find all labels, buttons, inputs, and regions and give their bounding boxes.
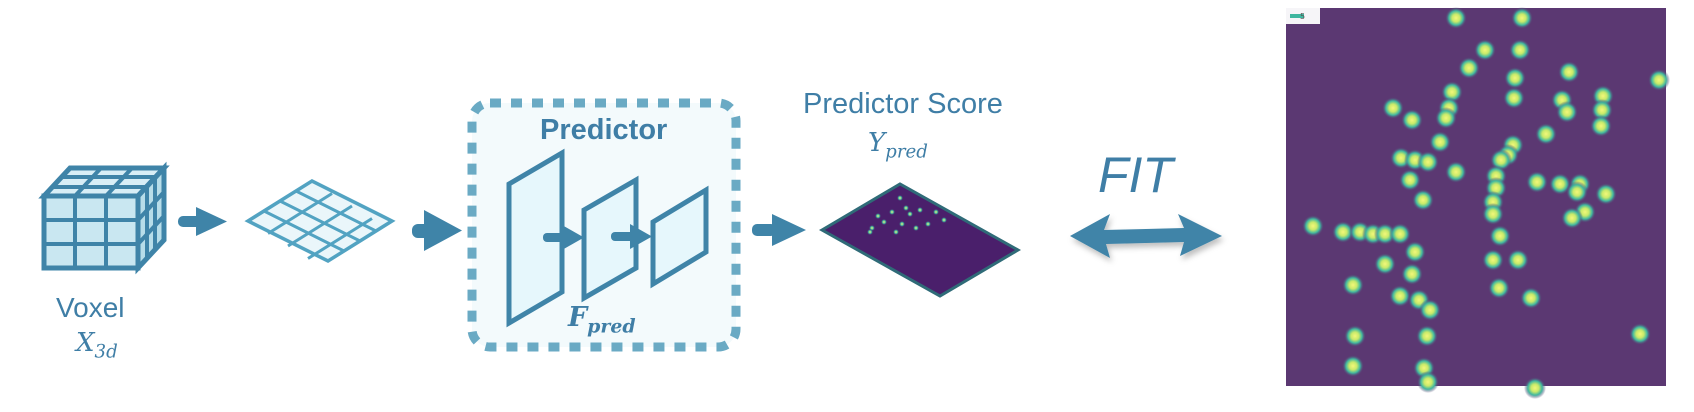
score-plane-icon	[818, 182, 1022, 298]
heatmap-spot	[1429, 131, 1451, 153]
heatmap-spot	[1511, 7, 1533, 29]
heatmap-spot	[1389, 285, 1411, 307]
heatmap-spot	[1595, 183, 1617, 205]
heatmap-spot	[1566, 181, 1588, 203]
heatmap-spot	[1344, 325, 1366, 347]
heatmap-spot	[1419, 299, 1441, 321]
plane-spot	[940, 216, 948, 224]
heatmap-spot	[1558, 61, 1580, 83]
heatmap-legend-text: 5	[1300, 12, 1306, 21]
heatmap-spot	[1549, 173, 1571, 195]
heatmap-spot	[1561, 207, 1583, 229]
heatmap-spot	[1435, 107, 1457, 129]
heatmap-spot	[1509, 39, 1531, 61]
plane-spot	[880, 218, 888, 226]
heatmap-spot	[1445, 7, 1467, 29]
heatmap-spot	[1417, 151, 1439, 173]
heatmap-spot	[1591, 99, 1613, 121]
heatmap-spot	[1482, 203, 1504, 225]
heatmap-spot	[1482, 249, 1504, 271]
heatmap-spot	[1458, 57, 1480, 79]
heatmap-spot	[1399, 169, 1421, 191]
plane-spot	[866, 228, 874, 236]
fit-label: FIT	[1098, 147, 1173, 203]
heatmap-spot	[1535, 123, 1557, 145]
voxel-symbol: X3d	[76, 328, 118, 363]
heatmap-spot	[1526, 171, 1548, 193]
heatmap-spot	[1374, 253, 1396, 275]
heatmap-spot	[1401, 263, 1423, 285]
predictor-title: Predictor	[540, 114, 668, 146]
heatmap-spot	[1389, 223, 1411, 245]
plane-spot	[898, 220, 906, 228]
double-arrow-icon	[1070, 214, 1222, 258]
plane-spot	[932, 208, 940, 216]
plane-spot	[874, 212, 882, 220]
plane-spot	[916, 206, 924, 214]
plane-spot	[906, 210, 914, 218]
heatmap-spot	[1503, 87, 1525, 109]
plane-spot	[896, 194, 904, 202]
heatmap-spot	[1401, 109, 1423, 131]
heatmap-spot	[1629, 323, 1651, 345]
feature-grid-icon	[244, 178, 396, 264]
heatmap-spot	[1524, 377, 1546, 399]
heatmap-spot	[1382, 97, 1404, 119]
score-symbol: Ypred	[868, 128, 928, 163]
heatmap-spot	[1648, 69, 1670, 91]
score-label: Predictor Score	[803, 88, 1003, 120]
heatmap-spot	[1489, 225, 1511, 247]
voxel-label: Voxel	[56, 292, 125, 323]
heatmap-spot	[1332, 221, 1354, 243]
heatmap-spot	[1590, 115, 1612, 137]
heatmap-spot	[1556, 101, 1578, 123]
heatmap-spot	[1302, 215, 1324, 237]
heatmap-spot	[1507, 249, 1529, 271]
heatmap-spot	[1445, 161, 1467, 183]
heatmap-spot	[1488, 277, 1510, 299]
heatmap-spot	[1416, 325, 1438, 347]
voxel-cube-icon	[38, 161, 170, 275]
heatmap-spot	[1342, 274, 1364, 296]
arrow-right-icon	[412, 210, 462, 251]
plane-spot	[888, 208, 896, 216]
plane-spot	[902, 204, 910, 212]
heatmap-spot	[1520, 287, 1542, 309]
heatmap-spot	[1342, 355, 1364, 377]
heatmap-spot	[1474, 39, 1496, 61]
heatmap-spot	[1504, 67, 1526, 89]
arrow-right-icon	[752, 214, 806, 246]
heatmap-spot	[1404, 241, 1426, 263]
density-heatmap	[1286, 7, 1670, 399]
heatmap-spot	[1412, 189, 1434, 211]
arrow-right-icon	[178, 207, 227, 236]
plane-spot	[912, 224, 920, 232]
plane-spot	[924, 220, 932, 228]
predictor-symbol: Fpred	[568, 302, 636, 338]
heatmap-spot	[1417, 371, 1439, 393]
predictor-layers-icon	[506, 148, 709, 328]
plane-spot	[892, 228, 900, 236]
